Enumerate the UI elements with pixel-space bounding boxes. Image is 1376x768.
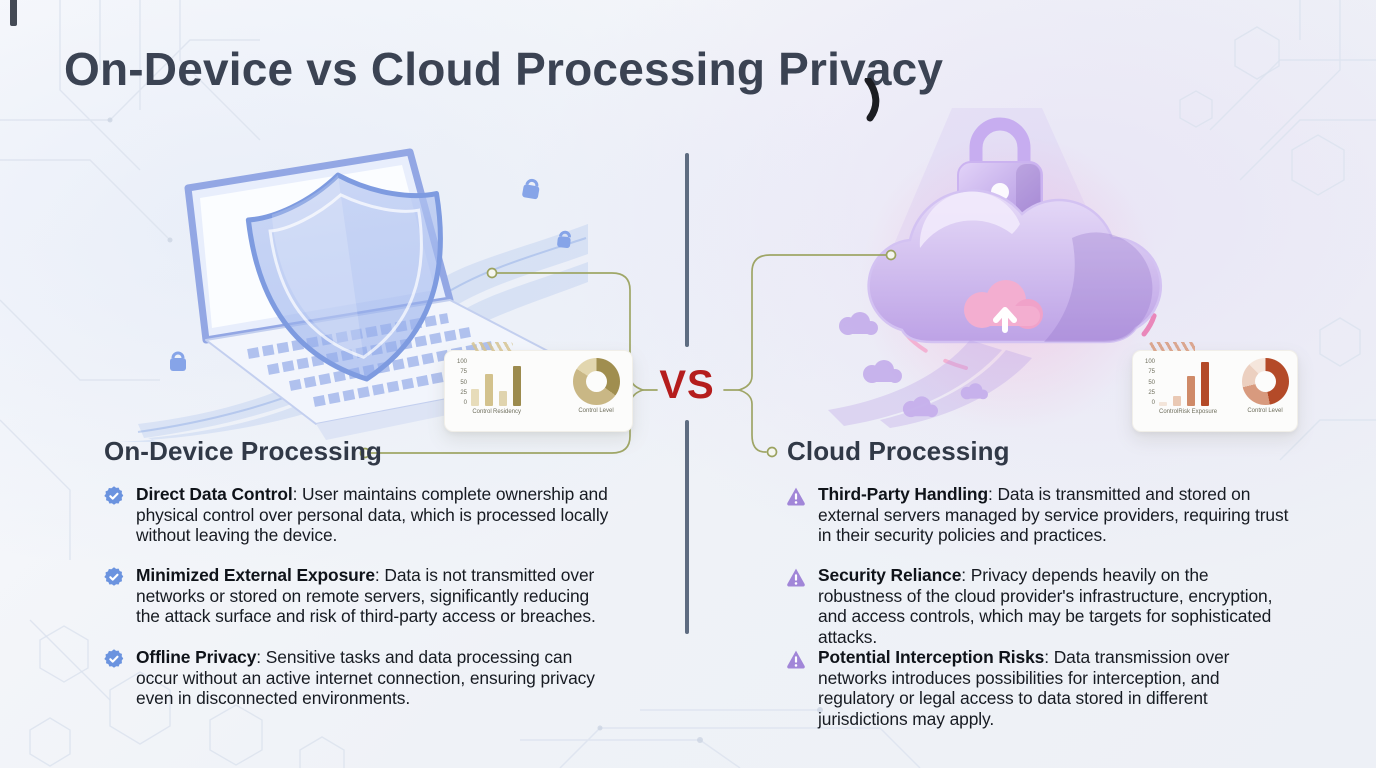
cloud-heading: Cloud Processing <box>787 436 1010 466</box>
list-item: Offline Privacy: Sensitive tasks and dat… <box>103 647 615 709</box>
connector-node-right-heading <box>766 446 778 458</box>
cloud-lock-icon <box>957 117 1043 237</box>
item-desc: : Data is transmitted and stored on exte… <box>818 484 1289 546</box>
check-badge-icon <box>104 649 124 668</box>
check-badge-icon <box>104 486 124 505</box>
cloud-shape <box>867 189 1163 344</box>
item-desc: : User maintains complete ownership and … <box>136 484 609 546</box>
item-desc: : Privacy depends heavily on the robustn… <box>818 565 1273 647</box>
card-tab-decoration <box>1149 342 1195 351</box>
donut-chart-label: Control Level <box>578 408 614 414</box>
connector-node-right-top <box>885 249 897 261</box>
connector-node-left-top <box>486 267 498 279</box>
item-title: Minimized External Exposure <box>136 565 375 585</box>
small-cloud-icons <box>839 312 988 418</box>
item-desc: : Data transmission over networks introd… <box>818 647 1230 729</box>
page-title: On-Device vs Cloud Processing Privacy <box>64 43 944 95</box>
item-title: Direct Data Control <box>136 484 293 504</box>
center-divider-bottom <box>685 420 689 634</box>
list-item: Direct Data Control: User maintains comp… <box>103 484 615 546</box>
item-title: Offline Privacy <box>136 647 257 667</box>
warning-triangle-icon <box>787 650 805 669</box>
item-desc: : Data is not transmitted over networks … <box>136 565 596 627</box>
list-item: Potential Interception Risks: Data trans… <box>785 647 1297 730</box>
center-divider-top <box>685 153 689 347</box>
item-title: Third-Party Handling <box>818 484 988 504</box>
vs-label: VS <box>659 363 715 407</box>
upload-cloud-icon <box>964 280 1043 333</box>
warning-triangle-icon <box>787 487 805 506</box>
list-item: Security Reliance: Privacy depends heavi… <box>785 565 1297 648</box>
donut-chart <box>572 358 620 405</box>
donut-chart-label: Control Level <box>1247 408 1283 414</box>
shield-icon <box>245 172 443 382</box>
check-badge-icon <box>104 567 124 586</box>
list-item: Third-Party Handling: Data is transmitte… <box>785 484 1297 546</box>
warning-triangle-icon <box>787 568 805 587</box>
card-tab-decoration <box>471 342 513 351</box>
item-desc: : Sensitive tasks and data processing ca… <box>136 647 595 709</box>
corner-accent-mark <box>10 0 17 26</box>
on-device-heading: On-Device Processing <box>104 436 382 466</box>
item-title: Security Reliance <box>818 565 962 585</box>
item-title: Potential Interception Risks <box>818 647 1045 667</box>
list-item: Minimized External Exposure: Data is not… <box>103 565 615 627</box>
donut-chart <box>1241 358 1289 405</box>
